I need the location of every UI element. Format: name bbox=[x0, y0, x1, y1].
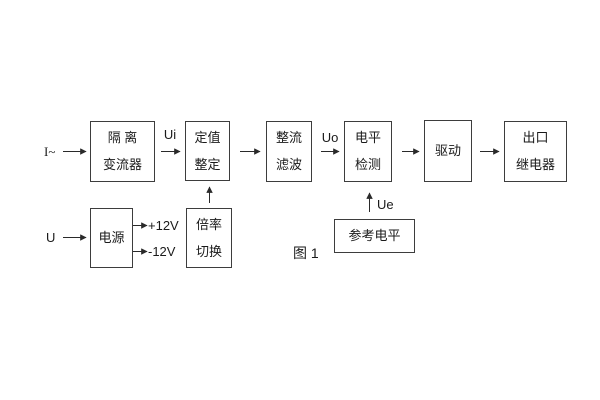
block-power-label: 电源 bbox=[98, 230, 125, 245]
label-uo: Uo bbox=[321, 130, 339, 145]
label-input-voltage: U bbox=[46, 230, 56, 245]
block-ratio-line1: 倍率 bbox=[195, 216, 222, 232]
block-drive-label: 驱动 bbox=[434, 143, 461, 158]
block-level-line2: 检测 bbox=[354, 157, 381, 172]
label-minus-12v: -12V bbox=[148, 244, 176, 259]
block-reference-level: 参考电平 bbox=[334, 219, 415, 253]
label-ui: Ui bbox=[163, 127, 177, 142]
block-setpoint-setting: 定值 整定 bbox=[185, 121, 230, 181]
block-isolation-line2: 变流器 bbox=[102, 157, 142, 172]
block-relay-line1: 出口 bbox=[522, 130, 549, 145]
block-output-relay: 出口 继电器 bbox=[504, 121, 567, 182]
label-ue: Ue bbox=[377, 197, 394, 212]
block-rectify-line1: 整流 bbox=[275, 130, 302, 145]
block-level-detect: 电平 检测 bbox=[344, 121, 392, 182]
block-drive: 驱动 bbox=[424, 120, 472, 182]
label-input-current: I~ bbox=[44, 144, 56, 159]
block-ratio-line2: 切换 bbox=[195, 243, 222, 259]
block-power-supply: 电源 bbox=[90, 208, 133, 268]
block-rectify-filter: 整流 滤波 bbox=[266, 121, 312, 182]
block-setpoint-line1: 定值 bbox=[194, 129, 221, 145]
block-isolation-transformer: 隔 离 变流器 bbox=[90, 121, 155, 182]
block-ratio-switch: 倍率 切换 bbox=[186, 208, 232, 268]
block-level-line1: 电平 bbox=[354, 130, 381, 145]
block-reference-label: 参考电平 bbox=[348, 228, 401, 243]
block-rectify-line2: 滤波 bbox=[275, 157, 302, 172]
block-isolation-line1: 隔 离 bbox=[107, 130, 138, 145]
block-relay-line2: 继电器 bbox=[515, 157, 555, 172]
figure-caption: 图 1 bbox=[293, 245, 319, 261]
block-setpoint-line2: 整定 bbox=[194, 156, 221, 172]
label-plus-12v: +12V bbox=[148, 218, 179, 233]
